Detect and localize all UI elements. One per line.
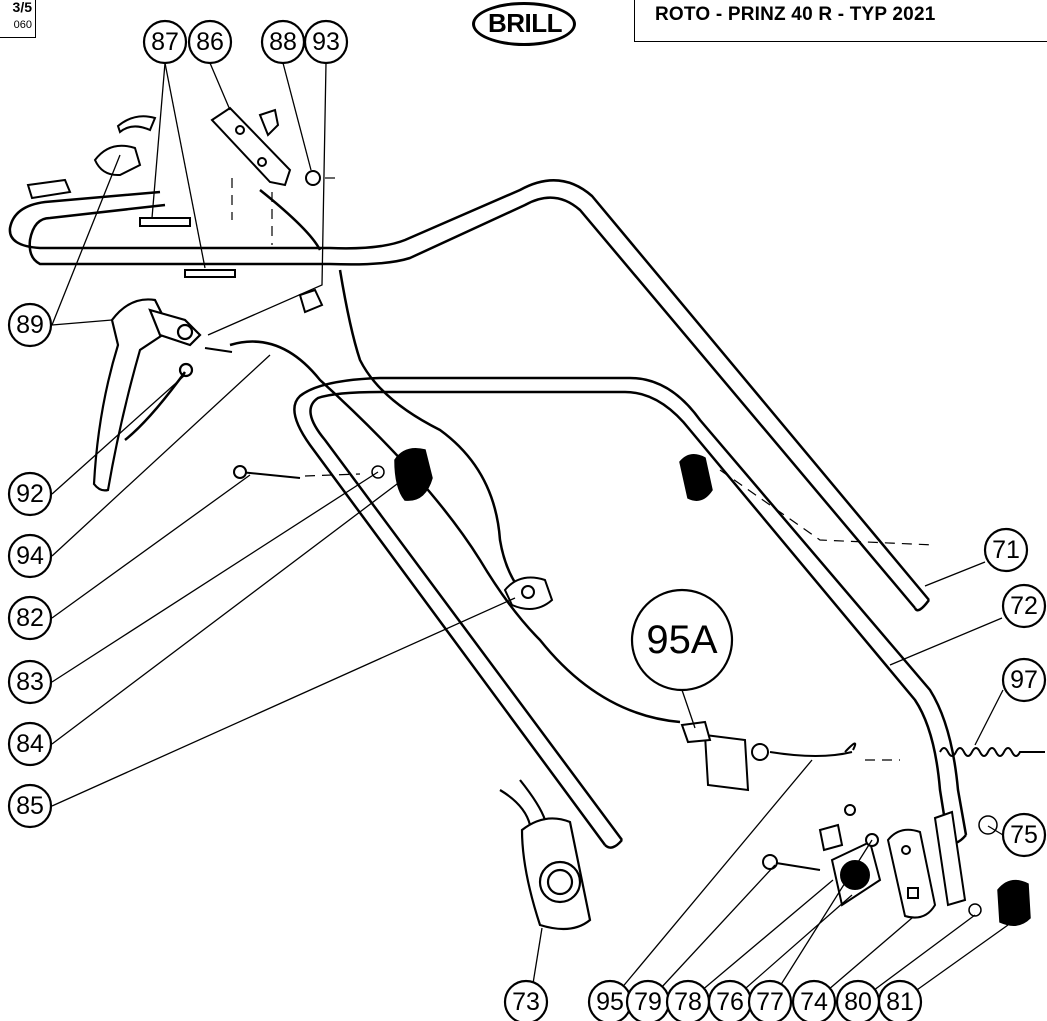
callout-number: 94 [16, 542, 44, 570]
callout-labels: 87 86 88 93 89 92 94 82 83 84 85 95A 71 72 97 75 73 95 79 7… [7, 19, 1047, 1021]
callout-86: 86 [187, 19, 233, 65]
cable-end-assembly [680, 720, 857, 792]
callout-number: 81 [886, 988, 914, 1016]
brand-logo-oval [472, 2, 576, 46]
page-number-box: 3/5 060 [0, 0, 36, 38]
return-spring [939, 747, 1045, 757]
callout-88: 88 [260, 19, 306, 65]
title-box: ROTO - PRINZ 40 R - TYP 2021 [634, 0, 1047, 42]
callout-85: 85 [7, 783, 53, 829]
callout-circle [7, 533, 53, 579]
callout-number: 73 [512, 988, 540, 1016]
callout-74: 74 [791, 979, 837, 1021]
callout-77: 77 [747, 979, 793, 1021]
callout-circle [187, 19, 233, 65]
assembly-guide-lines [231, 177, 936, 761]
handle-lock-parts [818, 804, 967, 919]
callout-number: 71 [992, 536, 1020, 564]
callout-circle [630, 588, 734, 692]
callout-79: 79 [625, 979, 671, 1021]
callout-number: 97 [1010, 666, 1038, 694]
callout-92: 92 [7, 471, 53, 517]
model-title: ROTO - PRINZ 40 R - TYP 2021 [655, 4, 936, 25]
callout-circle [983, 527, 1029, 573]
callout-number: 85 [16, 792, 44, 820]
callout-number: 82 [16, 604, 44, 632]
cable-clip [503, 576, 554, 610]
callout-number: 95 [596, 988, 624, 1016]
callout-number: 86 [196, 28, 224, 56]
throttle-lever [92, 298, 202, 492]
callout-circle [142, 19, 188, 65]
callout-number: 92 [16, 480, 44, 508]
callout-number: 88 [269, 28, 297, 56]
callout-number: 83 [16, 668, 44, 696]
callout-number: 93 [312, 28, 340, 56]
callout-number: 80 [844, 988, 872, 1016]
callout-80: 80 [835, 979, 881, 1021]
callout-circle [303, 19, 349, 65]
callout-73: 73 [503, 979, 549, 1021]
callout-84: 84 [7, 721, 53, 767]
callout-circle [747, 979, 793, 1021]
page-code: 060 [13, 19, 32, 31]
callout-circle [7, 471, 53, 517]
callout-number: 95A [646, 618, 717, 662]
callout-76: 76 [707, 979, 753, 1021]
callout-circle [7, 659, 53, 705]
page-number: 3/5 [12, 0, 32, 15]
callout-93: 93 [303, 19, 349, 65]
callout-97: 97 [1001, 657, 1047, 703]
callout-71: 71 [983, 527, 1029, 573]
callout-82: 82 [7, 595, 53, 641]
callout-95: 95 [587, 979, 633, 1021]
callout-number: 79 [634, 988, 662, 1016]
upper-handle-bar [8, 179, 931, 612]
callout-number: 87 [151, 28, 179, 56]
handle-bracket [26, 106, 324, 314]
callout-number: 77 [756, 988, 784, 1016]
callout-number: 74 [800, 988, 828, 1016]
bolts [204, 347, 821, 871]
callout-number: 72 [1010, 592, 1038, 620]
callout-72: 72 [1001, 583, 1047, 629]
callout-circle [1001, 812, 1047, 858]
remote-control-box [499, 779, 592, 931]
brand-logo-text: BRILL [487, 8, 563, 38]
callout-94: 94 [7, 533, 53, 579]
callout-circle [7, 595, 53, 641]
callout-number: 89 [16, 311, 44, 339]
wing-knob-set [371, 448, 1031, 926]
callout-number: 75 [1010, 821, 1038, 849]
callout-circle [1001, 583, 1047, 629]
brand-logo: BRILL [470, 0, 580, 50]
callout-circle [7, 302, 53, 348]
callout-circle [791, 979, 837, 1021]
lower-handle-bar [293, 376, 968, 849]
callout-95A: 95A [630, 588, 734, 692]
callout-number: 84 [16, 730, 44, 758]
callout-number: 78 [674, 988, 702, 1016]
callout-circle [877, 979, 923, 1021]
callout-87: 87 [142, 19, 188, 65]
callout-number: 76 [716, 988, 744, 1016]
callout-circle [7, 783, 53, 829]
callout-circle [7, 721, 53, 767]
callout-75: 75 [1001, 812, 1047, 858]
callout-83: 83 [7, 659, 53, 705]
callout-81: 81 [877, 979, 923, 1021]
callout-78: 78 [665, 979, 711, 1021]
callout-circle [1001, 657, 1047, 703]
callout-89: 89 [7, 302, 53, 348]
callout-circle [503, 979, 549, 1021]
